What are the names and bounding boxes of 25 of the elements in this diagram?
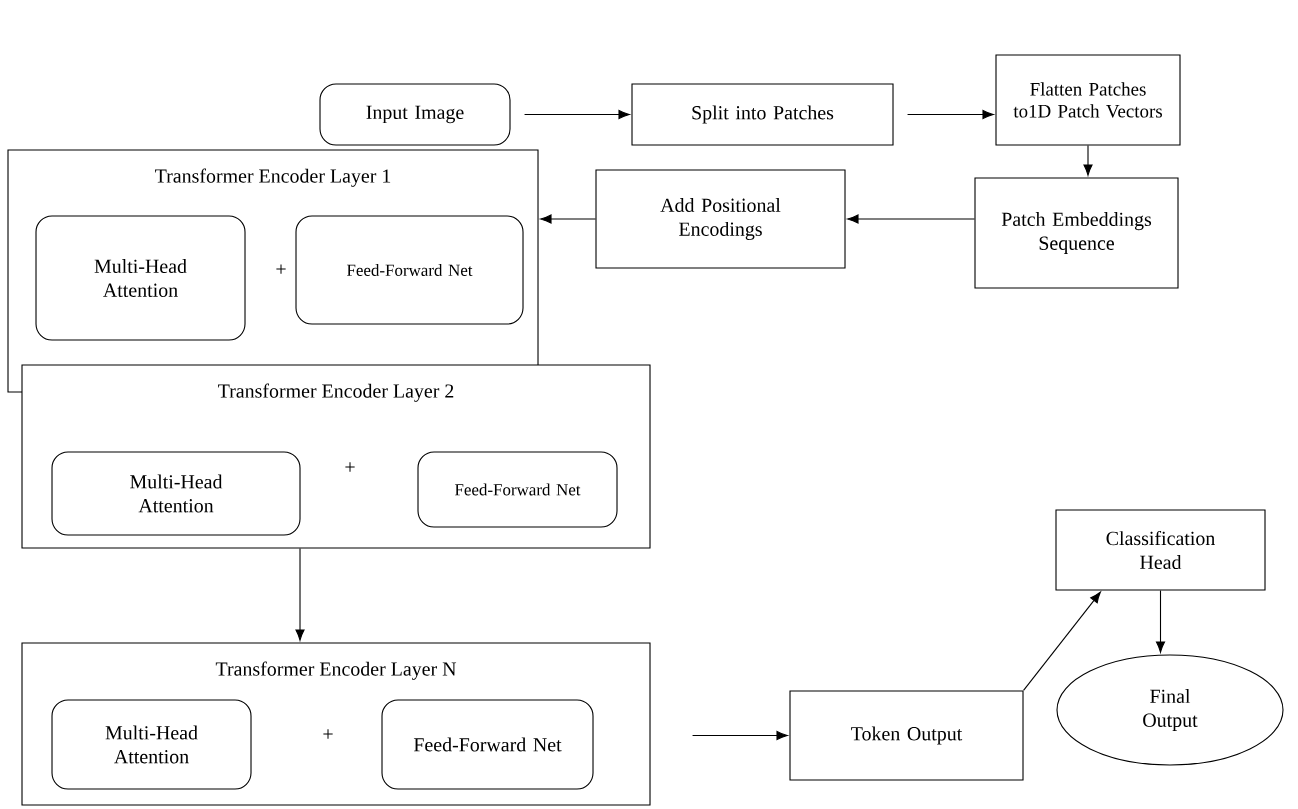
plus-sign: + bbox=[323, 729, 333, 739]
rounded-box: Multi-Head Attention bbox=[51, 451, 301, 536]
arrow bbox=[540, 214, 596, 224]
arrow bbox=[524, 109, 630, 120]
plus-sign: + bbox=[345, 462, 355, 472]
arrow bbox=[1023, 591, 1101, 691]
process-box: Token Output bbox=[789, 690, 1024, 781]
arrow bbox=[1155, 590, 1166, 653]
arrow bbox=[295, 548, 305, 641]
arrow bbox=[847, 214, 975, 224]
rounded-box: Input Image bbox=[319, 83, 511, 146]
process-box: Patch Embeddings Sequence bbox=[974, 177, 1179, 289]
rounded-box: Feed-Forward Net bbox=[381, 699, 594, 790]
process-box: Classification Head bbox=[1055, 509, 1266, 591]
rounded-box: Multi-Head Attention bbox=[51, 699, 252, 790]
rounded-box: Feed-Forward Net bbox=[417, 451, 618, 528]
plus-sign: + bbox=[276, 264, 286, 274]
rounded-box: Multi-Head Attention bbox=[35, 215, 246, 341]
process-box: Add Positional Encodings bbox=[595, 169, 846, 269]
arrow bbox=[692, 730, 788, 741]
arrow bbox=[907, 109, 994, 120]
rounded-box: Feed-Forward Net bbox=[295, 215, 524, 325]
arrow bbox=[1083, 145, 1093, 176]
process-box: Flatten Patches to1D Patch Vectors bbox=[995, 54, 1181, 146]
process-box: Split into Patches bbox=[631, 83, 894, 146]
